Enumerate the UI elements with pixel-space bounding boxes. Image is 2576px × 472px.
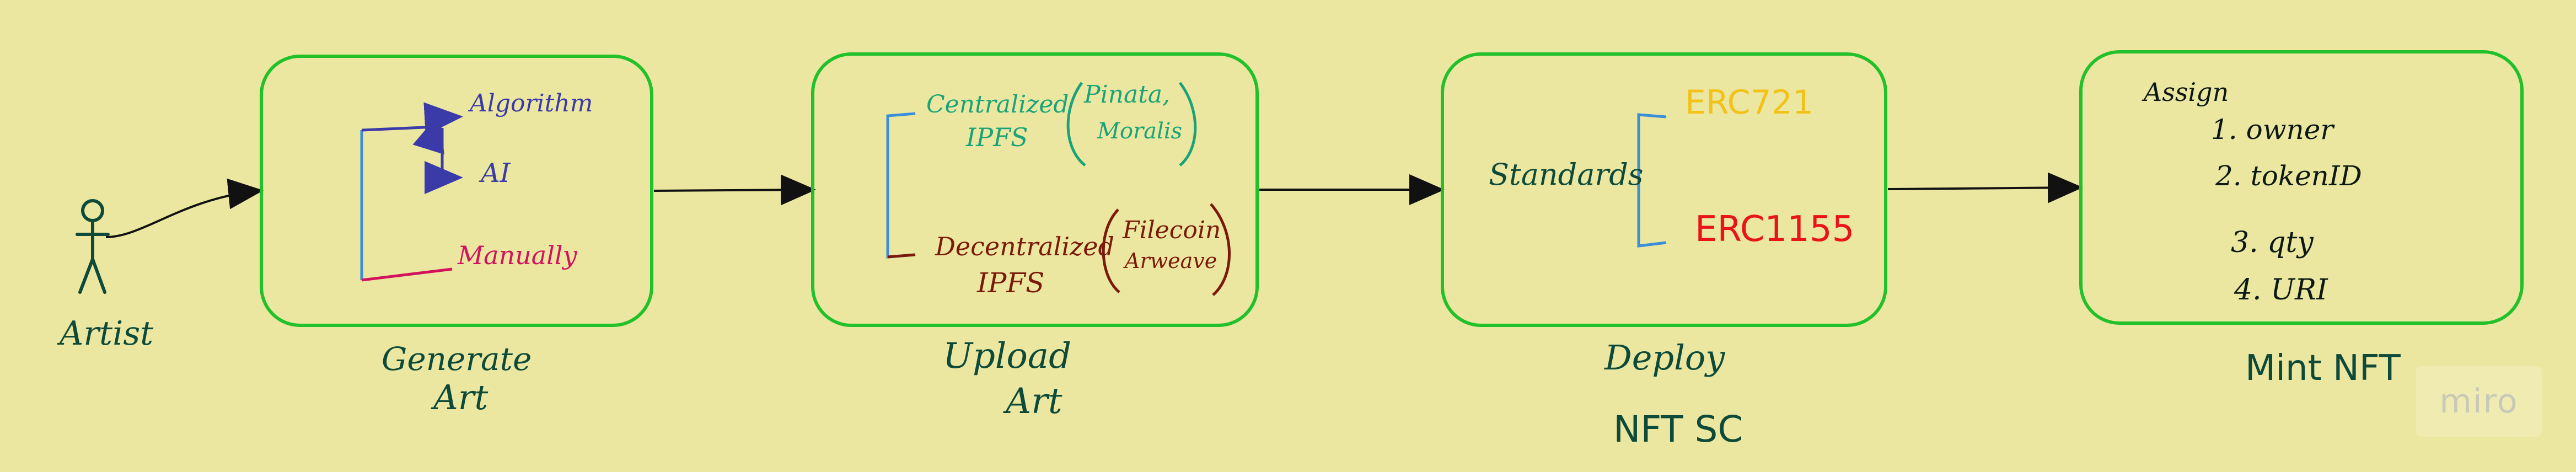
centralized-label: Centralized — [926, 90, 1069, 119]
miro-watermark: miro — [2416, 366, 2542, 437]
upload-centralized-bracket — [886, 112, 916, 259]
artist-label: Artist — [60, 314, 154, 353]
arrow-generate-to-upload — [653, 174, 816, 206]
decentralized-ipfs-label: IPFS — [977, 267, 1045, 299]
centralized-provider-2: Moralis — [1097, 119, 1183, 144]
deploy-nft-box — [1441, 52, 1887, 327]
ai-option: AI — [481, 158, 511, 189]
manually-option: Manually — [458, 240, 577, 270]
assign-item-uri: 4. URI — [2234, 273, 2328, 307]
assign-title: Assign — [2144, 77, 2229, 107]
mint-nft-box — [2079, 50, 2524, 325]
mint-nft-label: Mint NFT — [2245, 348, 2401, 389]
centralized-ipfs-label: IPFS — [966, 122, 1028, 152]
upload-decentralized-paren-open — [1102, 208, 1120, 293]
stick-figure-icon — [76, 199, 110, 294]
upload-centralized-paren-close — [1179, 82, 1197, 167]
upload-centralized-paren-open — [1066, 82, 1086, 167]
upload-decentralized-paren-close — [1210, 203, 1231, 296]
assign-item-owner: 1. owner — [2211, 114, 2334, 146]
upload-art-box — [811, 52, 1259, 327]
erc1155-option: ERC1155 — [1695, 209, 1855, 250]
assign-item-tokenid: 2. tokenID — [2215, 160, 2362, 192]
deploy-label-line2: NFT SC — [1613, 408, 1743, 450]
generate-art-label-line2: Art — [433, 377, 489, 417]
deploy-standards-bracket — [1637, 113, 1667, 248]
decentralized-provider-1: Filecoin — [1123, 216, 1221, 244]
centralized-provider-1: Pinata, — [1084, 81, 1171, 109]
decentralized-provider-2: Arweave — [1125, 249, 1217, 273]
algorithm-option: Algorithm — [470, 89, 593, 117]
upload-decentralized-tick — [887, 253, 916, 259]
standards-label: Standards — [1489, 157, 1644, 192]
erc721-option: ERC721 — [1685, 83, 1814, 122]
generate-art-box — [260, 55, 653, 327]
arrow-artist-to-generate — [105, 178, 264, 238]
upload-art-label-line1: Upload — [943, 336, 1072, 377]
upload-art-label-line2: Art — [1006, 381, 1062, 422]
arrow-deploy-to-mint — [1887, 172, 2083, 203]
decentralized-label: Decentralized — [935, 232, 1114, 261]
generate-bracket — [360, 102, 463, 282]
assign-item-qty: 3. qty — [2231, 226, 2314, 259]
generate-art-label-line1: Generate — [382, 340, 532, 378]
deploy-label-line1: Deploy — [1604, 337, 1725, 378]
